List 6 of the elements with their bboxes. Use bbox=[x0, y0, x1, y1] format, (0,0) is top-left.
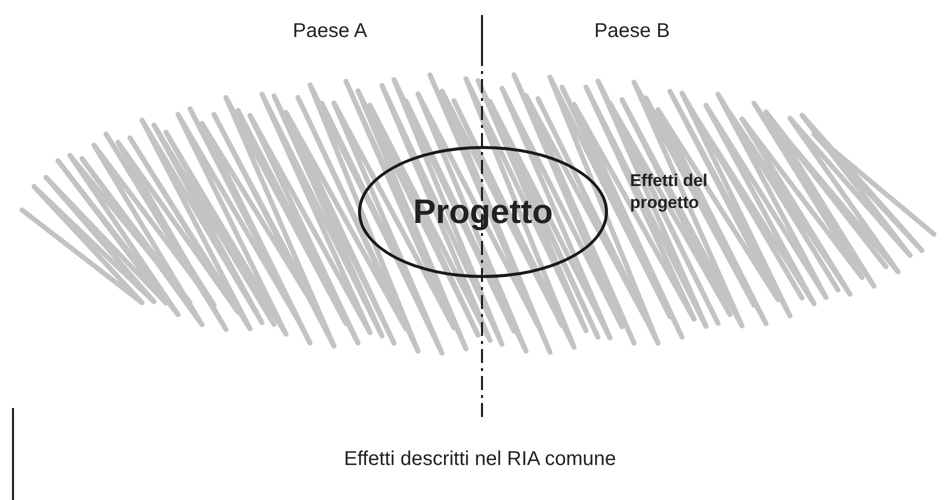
caption-text: Effetti descritti nel RIA comune bbox=[344, 448, 616, 471]
ellipse-label: Progetto bbox=[413, 192, 553, 232]
project-ellipse bbox=[358, 146, 608, 278]
country-label: Paese B bbox=[594, 20, 670, 43]
country-label: Paese A bbox=[292, 20, 368, 43]
area-label: Effetti del progetto bbox=[630, 170, 708, 214]
